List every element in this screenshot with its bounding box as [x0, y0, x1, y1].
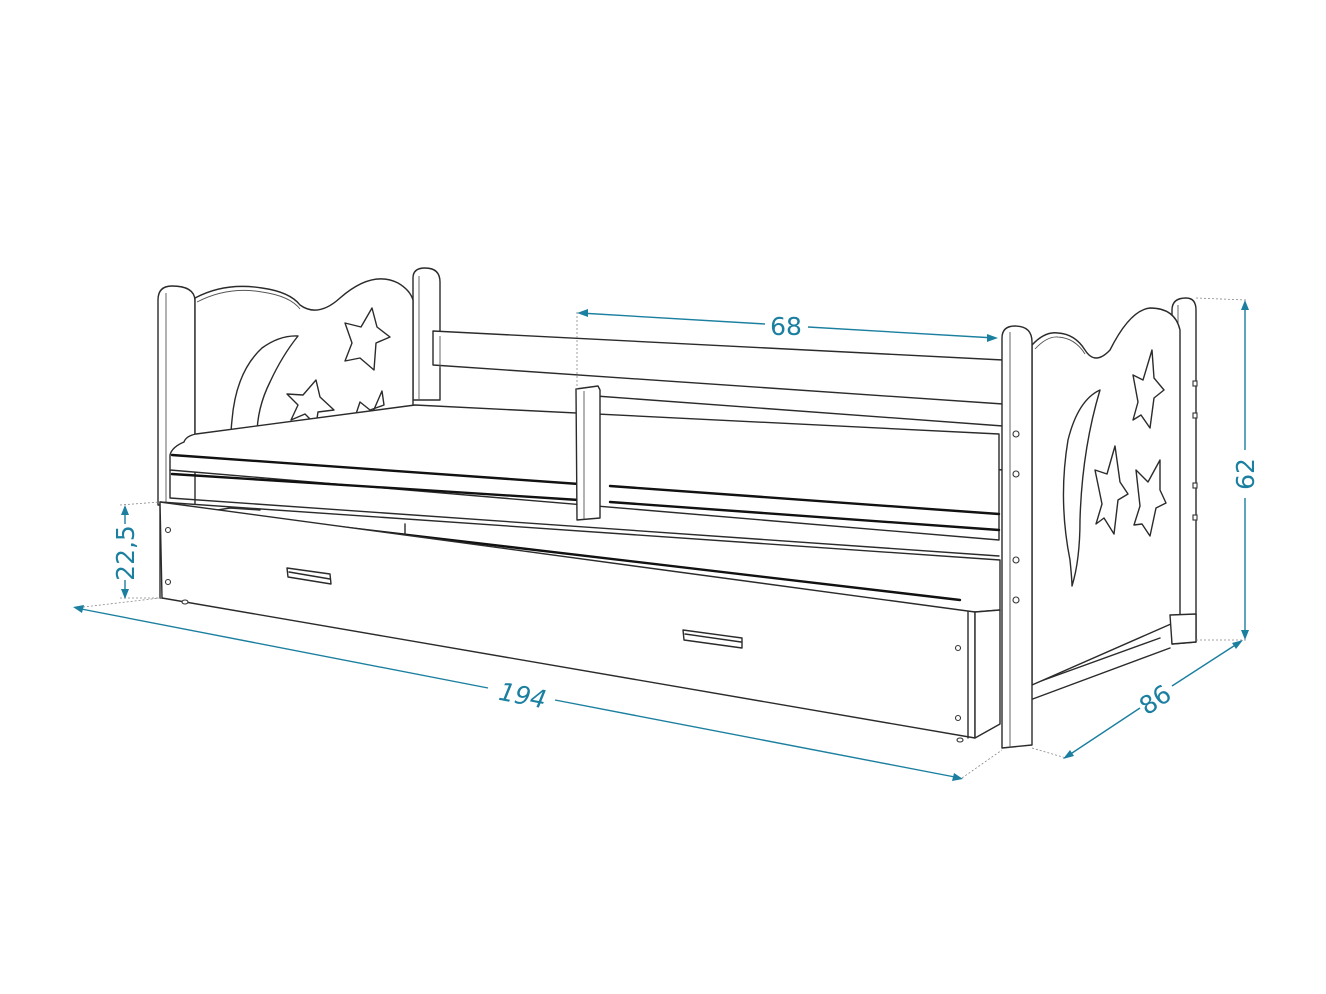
guard-rail-post — [575, 385, 601, 521]
dimension-rail-opening — [577, 309, 998, 342]
dimension-annotations — [73, 297, 1249, 781]
label-height: 62 — [1231, 458, 1260, 490]
label-rail-opening: 68 — [770, 312, 802, 341]
dimension-drawer-height — [121, 505, 129, 599]
star-cutout — [1132, 349, 1165, 429]
drawer — [159, 501, 1121, 743]
label-width: 86 — [1134, 679, 1177, 721]
dimension-length — [73, 605, 963, 781]
star-cutout — [1133, 459, 1167, 537]
left-headboard — [157, 267, 441, 506]
label-length: 194 — [496, 677, 548, 715]
label-drawer-height: 22,5 — [111, 525, 140, 581]
star-cutout — [1094, 445, 1129, 535]
star-cutout — [286, 379, 335, 426]
right-footboard — [1001, 297, 1198, 749]
dimension-width — [1063, 640, 1243, 759]
star-cutout — [344, 307, 391, 371]
drawer-handle[interactable] — [682, 629, 743, 649]
dimension-height — [1241, 300, 1249, 640]
moon-cutout — [1062, 389, 1101, 587]
